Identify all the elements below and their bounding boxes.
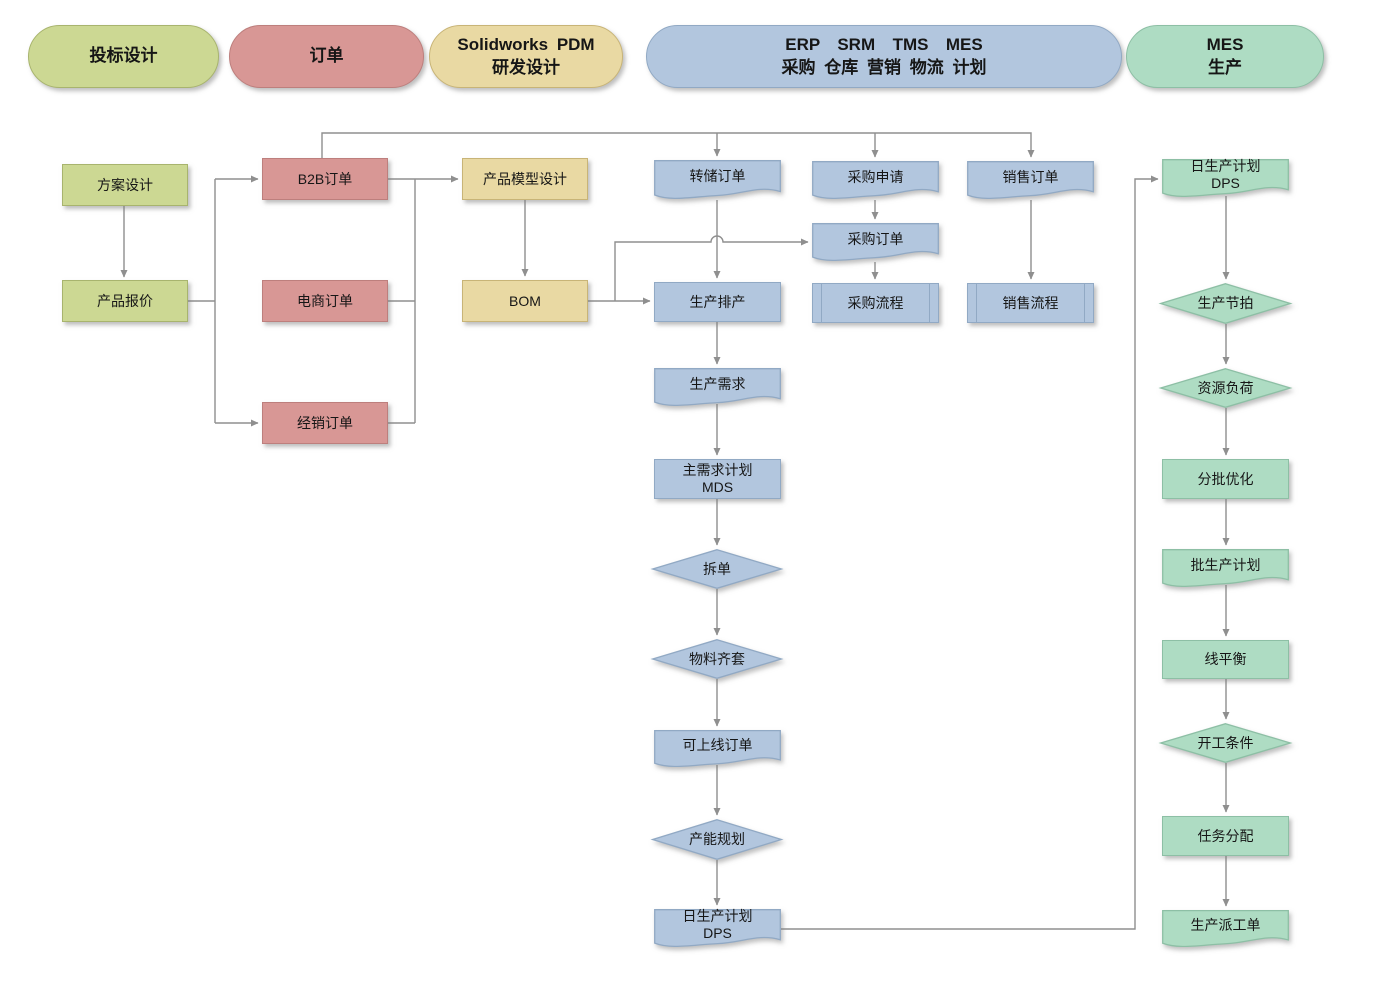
node-sales-process: 销售流程 <box>967 283 1094 323</box>
document-shape <box>654 909 781 948</box>
document-shape <box>812 223 939 262</box>
header-label: Solidworks PDM 研发设计 <box>457 35 595 77</box>
node-split-order: 拆单 <box>650 549 784 589</box>
header-label: ERP SRM TMS MES 采购 仓库 营销 物流 计划 <box>781 35 987 77</box>
node-resource-load: 资源负荷 <box>1158 368 1293 408</box>
diamond-shape <box>650 549 784 589</box>
header-label: 投标设计 <box>89 46 158 66</box>
node-production-scheduling: 生产排产 <box>654 282 781 322</box>
node-purchase-order: 采购订单 <box>812 223 939 262</box>
predefined-bar <box>821 284 822 322</box>
document-shape <box>812 161 939 200</box>
diamond-shape <box>650 639 784 679</box>
node-b2b-order: B2B订单 <box>262 158 388 200</box>
node-daily-production-plan-dps-mes: 日生产计划 DPS <box>1162 158 1289 198</box>
header-pill-erp-srm-tms-mes: ERP SRM TMS MES 采购 仓库 营销 物流 计划 <box>646 25 1122 88</box>
node-task-assignment: 任务分配 <box>1162 816 1289 856</box>
node-purchase-request: 采购申请 <box>812 161 939 200</box>
header-pill-mes-production: MES 生产 <box>1126 25 1324 88</box>
header-label: MES 生产 <box>1206 35 1244 77</box>
edge-dps-to-mes <box>781 175 1159 930</box>
node-product-model-design: 产品模型设计 <box>462 158 588 200</box>
node-bom: BOM <box>462 280 588 322</box>
predefined-bar <box>1084 284 1085 322</box>
document-shape <box>1162 549 1289 588</box>
node-capacity-planning: 产能规划 <box>650 819 784 860</box>
document-shape <box>654 368 781 407</box>
node-start-conditions: 开工条件 <box>1158 723 1293 763</box>
node-production-dispatch-order: 生产派工单 <box>1162 910 1289 948</box>
header-pill-orders: 订单 <box>229 25 424 88</box>
node-daily-production-plan-dps: 日生产计划 DPS <box>654 908 781 948</box>
node-purchase-process: 采购流程 <box>812 283 939 323</box>
document-shape <box>1162 159 1289 198</box>
node-master-demand-schedule: 主需求计划 MDS <box>654 459 781 499</box>
node-sales-order: 销售订单 <box>967 161 1094 200</box>
node-transfer-order: 转储订单 <box>654 160 781 200</box>
predefined-bar <box>976 284 977 322</box>
node-material-complete: 物料齐套 <box>650 639 784 679</box>
header-pill-solidworks-pdm: Solidworks PDM 研发设计 <box>429 25 623 88</box>
node-plan-design: 方案设计 <box>62 164 188 206</box>
node-batch-optimization: 分批优化 <box>1162 459 1289 499</box>
diamond-shape <box>1158 283 1293 324</box>
header-pill-bidding-design: 投标设计 <box>28 25 219 88</box>
document-shape <box>967 161 1094 200</box>
node-line-balancing: 线平衡 <box>1162 640 1289 679</box>
diamond-shape <box>1158 723 1293 763</box>
node-batch-production-plan: 批生产计划 <box>1162 549 1289 588</box>
node-ecommerce-order: 电商订单 <box>262 280 388 322</box>
node-production-demand: 生产需求 <box>654 368 781 407</box>
node-releasable-order: 可上线订单 <box>654 730 781 768</box>
diamond-shape <box>650 819 784 860</box>
edge-bom-to-purchase-order <box>614 235 809 301</box>
node-product-quote: 产品报价 <box>62 280 188 322</box>
document-shape <box>1162 910 1289 948</box>
diamond-shape <box>1158 368 1293 408</box>
node-production-takt: 生产节拍 <box>1158 283 1293 324</box>
document-shape <box>654 160 781 199</box>
header-label: 订单 <box>309 46 344 66</box>
node-distribution-order: 经销订单 <box>262 402 388 444</box>
edge-top-rail <box>321 132 1035 158</box>
document-shape <box>654 730 781 768</box>
predefined-bar <box>929 284 930 322</box>
